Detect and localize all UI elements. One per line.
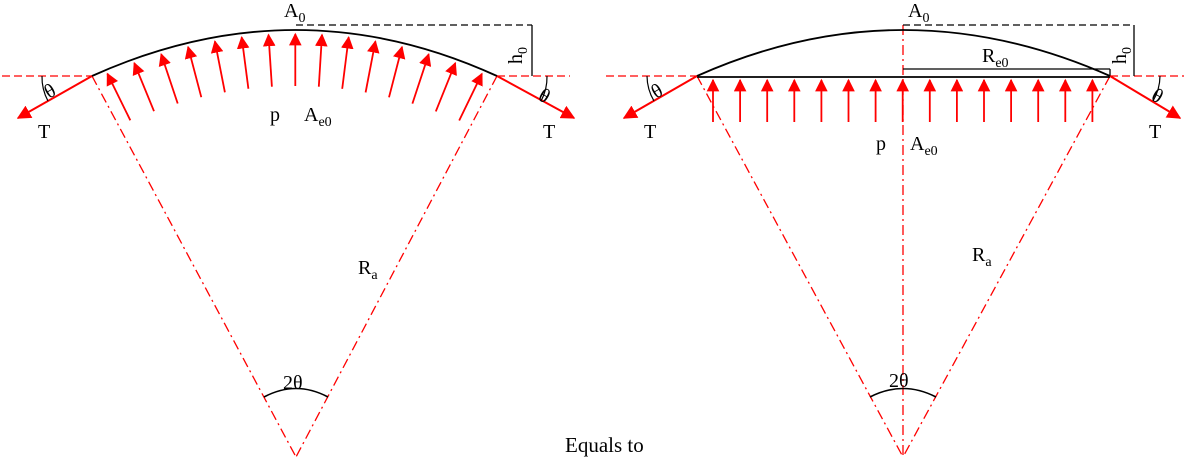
left-radius-label: Ra: [358, 257, 378, 283]
left-pressure-arrow: [106, 72, 132, 121]
left-apex-label: A0: [284, 0, 305, 26]
right-theta-left-label: θ: [648, 79, 667, 103]
left-pressure-arrow: [364, 40, 380, 93]
left-membrane-arc: [91, 29, 498, 77]
left-tension-left-label: T: [38, 121, 50, 143]
left-center-angle-label: 2θ: [283, 372, 303, 394]
left-pressure-arrow: [184, 45, 203, 98]
right-radius-line-right: [902, 75, 1111, 458]
left-center-angle-arc: [263, 387, 329, 398]
left-tension-right-label: T: [543, 121, 555, 143]
left-pressure-arrows: [106, 32, 483, 121]
right-center-angle-arc: [869, 387, 937, 398]
right-theta-arc-right: [1152, 75, 1161, 102]
left-panel: A0 h0 p Ae0 Ra 2θ θ θ T T: [2, 0, 576, 458]
left-pressure-arrow: [236, 35, 250, 89]
right-apex-label: A0: [908, 0, 929, 26]
right-theta-arc-left: [646, 75, 655, 102]
right-panel: A0 h0 Re0 p Ae0 Ra 2θ θ θ T T: [606, 0, 1184, 458]
right-base-radius-label: Re0: [982, 45, 1009, 71]
left-pressure-arrow: [458, 72, 483, 121]
left-pressure-arrow: [262, 33, 276, 87]
left-pressure-arrow: [132, 61, 155, 112]
caption: Equals to: [565, 433, 644, 457]
left-pressure-arrow: [434, 61, 457, 112]
right-pressure-arrows: [706, 78, 1099, 122]
left-theta-arc-right: [540, 75, 548, 102]
right-tension-left-label: T: [644, 121, 656, 143]
right-tension-right-label: T: [1149, 121, 1161, 143]
right-center-angle-label: 2θ: [889, 370, 909, 392]
right-height-label: h0: [1109, 47, 1135, 64]
left-pressure-arrow: [411, 53, 432, 104]
right-tension-arrow-right: [1109, 75, 1182, 119]
left-pressure-arrow: [158, 53, 179, 104]
left-pressure-arrow: [341, 35, 354, 89]
left-tension-arrow-right: [496, 75, 576, 119]
right-theta-right-label: θ: [1148, 84, 1167, 108]
right-area-label: Ae0: [910, 133, 938, 159]
right-pressure-label: p: [876, 133, 886, 155]
left-height-label: h0: [505, 47, 531, 64]
left-radius-line-right: [295, 75, 498, 458]
left-radius-line-left: [91, 75, 297, 458]
right-tension-arrow-left: [622, 75, 698, 119]
left-tension-arrow-left: [16, 75, 93, 119]
left-theta-arc-left: [41, 75, 49, 102]
left-pressure-arrow: [388, 45, 406, 98]
left-pressure-arrow: [210, 40, 226, 93]
right-membrane-arc: [696, 29, 1111, 77]
left-pressure-label: p: [270, 104, 280, 126]
left-area-label: Ae0: [304, 104, 332, 130]
right-radius-line-left: [696, 75, 904, 458]
left-pressure-arrow: [315, 33, 328, 87]
right-radius-label: Ra: [972, 244, 992, 270]
